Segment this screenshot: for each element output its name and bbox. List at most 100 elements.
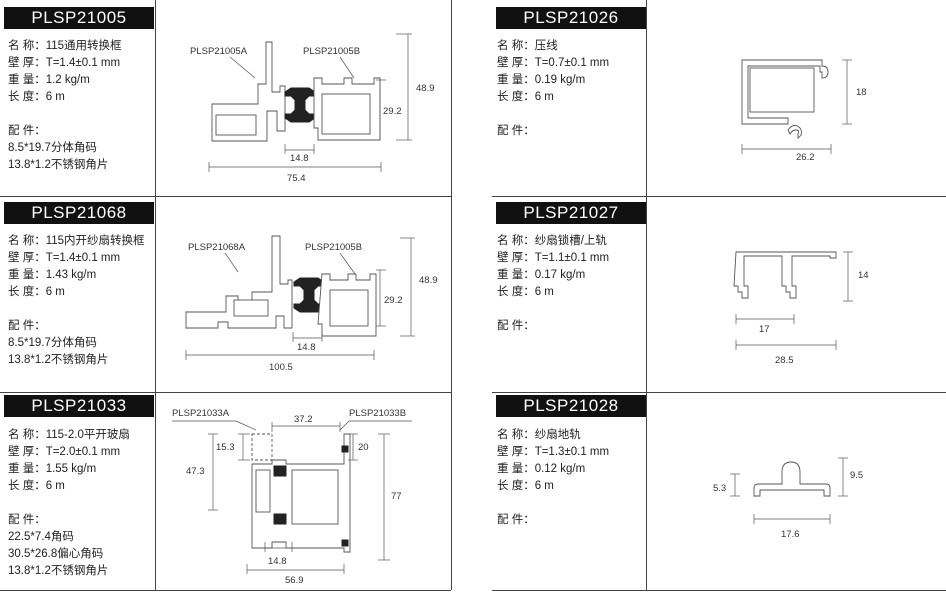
product-card: PLSP21026 名 称：压线 壁 厚：T=0.7±0.1 mm 重 量：0.…	[492, 0, 946, 196]
profile-drawing: 18 26.2	[741, 59, 867, 163]
product-card: PLSP21033 名 称：115-2.0平开玻扇 壁 厚：T=2.0±0.1 …	[0, 392, 451, 590]
spec-weight: 重 量：0.17 kg/m	[497, 269, 586, 281]
product-code: PLSP21027	[496, 202, 646, 224]
profile-drawing: 9.5 5.3 17.6	[713, 457, 863, 540]
dimension-label: 47.3	[186, 466, 205, 477]
grid-divider	[0, 590, 451, 591]
accessories-label: 配 件：	[8, 514, 46, 526]
profile-drawing: PLSP21005A PLSP21005B 48.9 29.2 14.8 75.…	[190, 33, 435, 184]
spec-list: 名 称：纱扇锁槽/上轨 壁 厚：T=1.1±0.1 mm 重 量：0.17 kg…	[497, 233, 609, 335]
part-label-b: PLSP21033B	[349, 408, 406, 419]
product-card: PLSP21005 名 称：115通用转换框 壁 厚：T=1.4±0.1 mm …	[0, 0, 451, 196]
grid-divider	[155, 0, 156, 590]
spec-weight: 重 量：0.12 kg/m	[497, 463, 586, 475]
profile-drawing: 14 17 28.5	[733, 251, 869, 366]
product-code: PLSP21068	[4, 202, 154, 224]
dimension-label: 14.8	[268, 556, 287, 567]
spec-name: 名 称：115通用转换框	[8, 40, 122, 52]
glazing-bead	[251, 433, 273, 461]
accessories-label: 配 件：	[8, 125, 46, 137]
spec-length: 长 度：6 m	[497, 91, 554, 103]
spec-length: 长 度：6 m	[8, 91, 65, 103]
thermal-break	[284, 87, 316, 123]
profile-chamber	[233, 299, 269, 317]
profile-chamber	[215, 114, 257, 136]
part-label-b: PLSP21005B	[303, 46, 360, 57]
product-code: PLSP21028	[496, 395, 646, 417]
spec-list: 名 称：115-2.0平开玻扇 壁 厚：T=2.0±0.1 mm 重 量：1.5…	[8, 427, 130, 580]
spec-list: 名 称：115通用转换框 壁 厚：T=1.4±0.1 mm 重 量：1.2 kg…	[8, 38, 122, 174]
spec-thickness: 壁 厚：T=2.0±0.1 mm	[8, 446, 121, 458]
spec-thickness: 壁 厚：T=1.3±0.1 mm	[497, 446, 610, 458]
grid-divider	[492, 392, 946, 393]
bead-profile-shape	[741, 59, 829, 125]
accessory-item: 13.8*1.2不锈钢角片	[8, 159, 109, 171]
accessory-item: 8.5*19.7分体角码	[8, 142, 97, 154]
profile-chamber	[255, 469, 271, 513]
accessory-item: 13.8*1.2不锈钢角片	[8, 565, 109, 577]
profile-inner	[749, 67, 815, 113]
accessories-label: 配 件：	[497, 125, 535, 137]
spec-weight: 重 量：1.55 kg/m	[8, 463, 97, 475]
dimension-label: 15.3	[216, 442, 235, 453]
spec-thickness: 壁 厚：T=1.4±0.1 mm	[8, 57, 121, 69]
product-card: PLSP21068 名 称：115内开纱扇转换框 壁 厚：T=1.4±0.1 m…	[0, 196, 451, 392]
profile-chamber	[291, 469, 339, 525]
product-code: PLSP21033	[4, 395, 154, 417]
part-label-a: PLSP21068A	[188, 242, 246, 253]
grid-divider	[492, 590, 946, 591]
accessories-label: 配 件：	[8, 320, 46, 332]
profile-chamber	[321, 93, 371, 135]
dimension-label: 29.2	[384, 295, 403, 306]
spec-thickness: 壁 厚：T=1.1±0.1 mm	[497, 252, 610, 264]
gasket	[341, 445, 349, 547]
spec-weight: 重 量：1.43 kg/m	[8, 269, 97, 281]
spec-weight: 重 量：1.2 kg/m	[8, 74, 90, 86]
dimension-label: 100.5	[269, 362, 293, 373]
accessories-label: 配 件：	[497, 320, 535, 332]
grid-divider	[0, 392, 451, 393]
grid-divider	[492, 196, 946, 197]
spec-name: 名 称：115-2.0平开玻扇	[8, 429, 130, 441]
accessories-label: 配 件：	[497, 514, 535, 526]
dimension-label: 48.9	[419, 275, 438, 286]
spec-length: 长 度：6 m	[8, 480, 65, 492]
spec-list: 名 称：纱扇地轨 壁 厚：T=1.3±0.1 mm 重 量：0.12 kg/m …	[497, 427, 609, 529]
dimension-label: 37.2	[294, 414, 313, 425]
dimension-label: 14.8	[297, 342, 316, 353]
part-label-a: PLSP21005A	[190, 46, 248, 57]
spec-list: 名 称：115内开纱扇转换框 壁 厚：T=1.4±0.1 mm 重 量：1.43…	[8, 233, 145, 369]
spec-length: 长 度：6 m	[497, 480, 554, 492]
spec-length: 长 度：6 m	[8, 286, 65, 298]
dimension-label: 77	[391, 491, 402, 502]
grid-divider	[646, 0, 647, 590]
dimension-label: 17	[759, 324, 770, 335]
product-card: PLSP21028 名 称：纱扇地轨 壁 厚：T=1.3±0.1 mm 重 量：…	[492, 392, 946, 590]
dimension-label: 26.2	[796, 152, 815, 163]
accessory-item: 13.8*1.2不锈钢角片	[8, 354, 109, 366]
part-label-b: PLSP21005B	[305, 242, 362, 253]
dimension-label: 48.9	[416, 83, 435, 94]
profile-drawing: PLSP21068A PLSP21005B 48.9 29.2 14.8 100…	[185, 235, 438, 373]
spec-weight: 重 量：0.19 kg/m	[497, 74, 586, 86]
product-card: PLSP21027 名 称：纱扇锁槽/上轨 壁 厚：T=1.1±0.1 mm 重…	[492, 196, 946, 392]
spec-list: 名 称：压线 壁 厚：T=0.7±0.1 mm 重 量：0.19 kg/m 长 …	[497, 38, 609, 140]
accessory-item: 8.5*19.7分体角码	[8, 337, 97, 349]
spec-name: 名 称：纱扇锁槽/上轨	[497, 235, 607, 247]
dimension-label: 18	[856, 87, 867, 98]
dimension-label: 5.3	[713, 483, 726, 494]
dimension-label: 9.5	[850, 470, 863, 481]
dimension-label: 56.9	[285, 575, 304, 586]
dimension-label: 75.4	[287, 173, 306, 184]
thermal-break	[273, 465, 287, 525]
spec-name: 名 称：纱扇地轨	[497, 429, 581, 441]
profile-drawing: PLSP21033A PLSP21033B 37.2 15.3 20 47.3	[172, 408, 412, 586]
accessory-item: 22.5*7.4角码	[8, 531, 74, 543]
spec-thickness: 壁 厚：T=0.7±0.1 mm	[497, 57, 610, 69]
grid-divider	[451, 0, 452, 590]
spec-name: 名 称：压线	[497, 40, 558, 52]
dimension-label: 28.5	[775, 355, 794, 366]
spec-length: 长 度：6 m	[497, 286, 554, 298]
dimension-label: 14	[858, 270, 869, 281]
profile-chamber	[329, 289, 369, 327]
